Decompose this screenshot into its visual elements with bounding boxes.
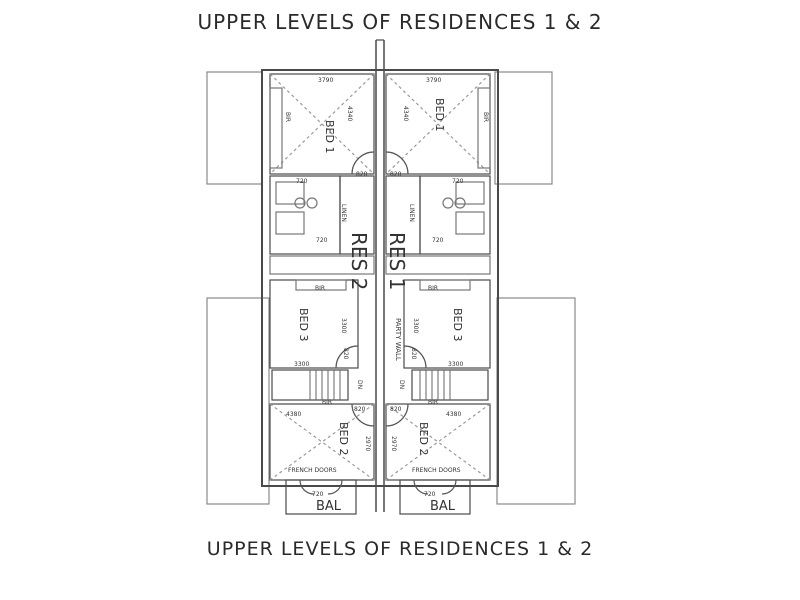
- bed1-left-width: 3790: [318, 77, 333, 84]
- bed1-right-diagonal-b: [385, 73, 491, 175]
- bed1-left-door-arc: [351, 151, 375, 175]
- bed2-left-label: BED 2: [337, 422, 350, 455]
- ensuite-right-door-size: 720: [452, 178, 464, 185]
- bed1-right-width: 3790: [426, 77, 441, 84]
- linen-left-label: LINEN: [340, 204, 347, 222]
- balcony-left: [285, 479, 357, 515]
- basin-left-1: [294, 197, 306, 209]
- bed2-left-depth: 2970: [364, 436, 371, 451]
- plan-title-top: UPPER LEVELS OF RESIDENCES 1 & 2: [197, 10, 603, 34]
- ensuite-left-door-size-2: 720: [316, 237, 328, 244]
- vanity-left-2: [275, 211, 305, 235]
- french-doors-right-label: FRENCH DOORS: [412, 467, 461, 474]
- ensuite-left: [269, 175, 341, 255]
- bed3-right-bir: [419, 279, 471, 291]
- ensuite-right-door-size-2: 720: [432, 237, 444, 244]
- bed3-left-door-size: 820: [342, 348, 349, 360]
- balcony-left-label: BAL: [316, 499, 342, 514]
- bed1-left-bir-label: BIR: [284, 112, 291, 122]
- french-door-arc-r1: [413, 479, 429, 495]
- bed1-right-depth: 4340: [402, 106, 409, 121]
- bed1-left-label: BED 1: [323, 120, 336, 153]
- ensuite-right: [419, 175, 491, 255]
- bed3-right-depth: 3300: [412, 318, 419, 333]
- french-doors-left-label: FRENCH DOORS: [288, 467, 337, 474]
- bed2-left-width: 4380: [286, 411, 301, 418]
- corridor-right: [385, 255, 491, 275]
- french-door-arc-r2: [441, 479, 457, 495]
- bir-robe-left: [269, 87, 283, 169]
- context-block-left-bottom: [206, 297, 270, 505]
- bed3-left-depth: 3300: [340, 318, 347, 333]
- stair-left-dn-label: DN: [356, 380, 363, 389]
- vanity-right-1: [455, 181, 485, 205]
- plan-title-bottom: UPPER LEVELS OF RESIDENCES 1 & 2: [206, 538, 594, 560]
- context-block-left-top: [206, 71, 263, 185]
- bed3-left-width: 3300: [294, 361, 309, 368]
- context-block-right-bottom: [496, 297, 576, 505]
- french-door-arc-l1: [299, 479, 315, 495]
- bed1-left-depth: 4340: [346, 106, 353, 121]
- linen-left: [339, 175, 375, 255]
- balcony-left-door-size: 720: [312, 491, 324, 498]
- linen-right: [385, 175, 421, 255]
- bed2-left-door-arc: [351, 403, 375, 427]
- party-wall-label: PARTY WALL: [394, 318, 402, 361]
- bed2-left-door-size: 820: [354, 406, 366, 413]
- context-block-right-top: [494, 71, 553, 185]
- basin-left-2: [306, 197, 318, 209]
- bed1-right-door-arc: [385, 151, 409, 175]
- bed3-right-width: 3300: [448, 361, 463, 368]
- ensuite-left-door-size: 720: [296, 178, 308, 185]
- vanity-left-1: [275, 181, 305, 205]
- bed3-left-bir-label: BIR: [315, 285, 325, 292]
- bed3-right-door-arc: [403, 345, 427, 369]
- bir-robe-right: [477, 87, 491, 169]
- bed1-right-label: BED 1: [433, 98, 446, 131]
- bed3-right-door-size: 820: [410, 348, 417, 360]
- bed3-left-bir: [295, 279, 347, 291]
- linen-right-label: LINEN: [408, 204, 415, 222]
- bed2-left-bir-label: BIR: [322, 399, 332, 406]
- building-outline: [261, 69, 499, 487]
- bed1-left-diagonal-b: [269, 73, 375, 175]
- stair-right-dn-label: DN: [398, 380, 405, 389]
- balcony-right-label: BAL: [430, 499, 456, 514]
- bed2-right-door-arc: [385, 403, 409, 427]
- corridor-left: [269, 255, 375, 275]
- bed2-right-width: 4380: [446, 411, 461, 418]
- bed1-right-bir-label: BIR: [482, 112, 489, 122]
- bed2-right-bir-label: BIR: [428, 399, 438, 406]
- bed2-right-label: BED 2: [417, 422, 430, 455]
- french-door-arc-l2: [327, 479, 343, 495]
- basin-right-2: [454, 197, 466, 209]
- bed2-right-door-size: 820: [390, 406, 402, 413]
- res-2-label: RES 2: [347, 232, 371, 290]
- bed1-left-door-size: 820: [356, 171, 368, 178]
- balcony-right-door-size: 720: [424, 491, 436, 498]
- bed3-right-label: BED 3: [451, 308, 464, 341]
- bed2-right-depth: 2970: [390, 436, 397, 451]
- bed1-right-door-size: 820: [390, 171, 402, 178]
- basin-right-1: [442, 197, 454, 209]
- balcony-right: [399, 479, 471, 515]
- bed3-left-door-arc: [335, 345, 359, 369]
- bed3-left-label: BED 3: [297, 308, 310, 341]
- res-1-label: RES 1: [385, 232, 409, 290]
- vanity-right-2: [455, 211, 485, 235]
- bed3-right-bir-label: BIR: [428, 285, 438, 292]
